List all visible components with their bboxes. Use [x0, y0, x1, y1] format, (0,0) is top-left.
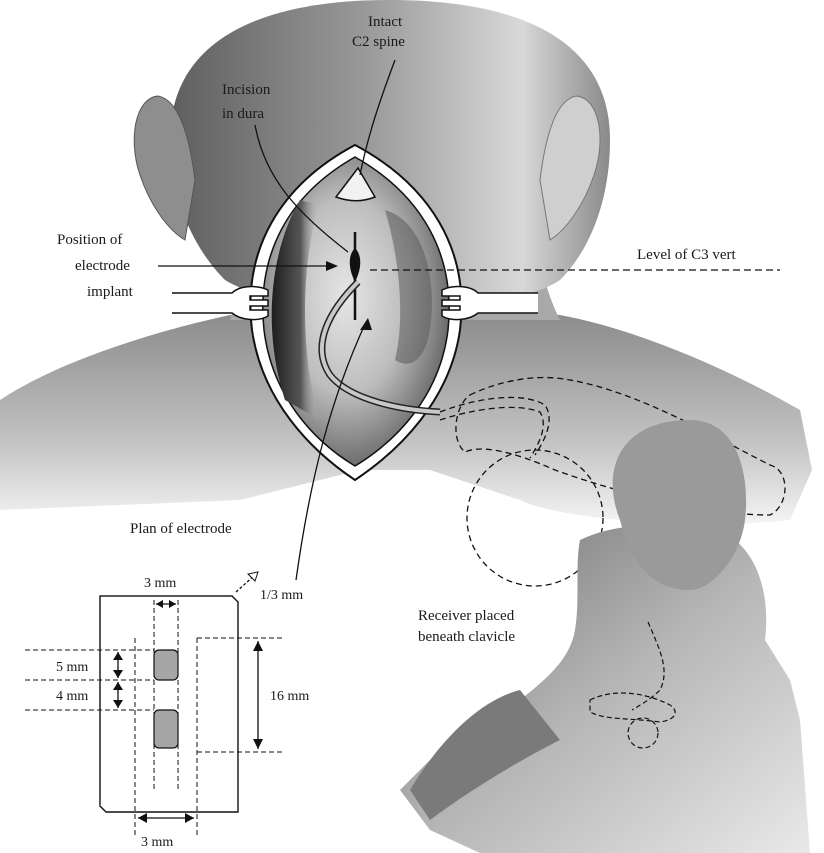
electrode-plan: [25, 572, 283, 838]
intact-label-1: Intact: [368, 14, 403, 30]
position-label-1: Position of: [57, 232, 122, 248]
contact-upper: [154, 650, 178, 680]
thickness-arrowhead: [248, 572, 258, 581]
position-label-2: electrode: [75, 258, 130, 274]
dim-5mm: 5 mm: [56, 660, 88, 675]
receiver-label-2: beneath clavicle: [418, 629, 515, 645]
level-label: Level of C3 vert: [637, 247, 737, 263]
dim-3mm-bottom: 3 mm: [141, 835, 173, 850]
plan-label: Plan of electrode: [130, 521, 232, 537]
incision-label-2: in dura: [222, 106, 264, 122]
incision-label-1: Incision: [222, 82, 271, 98]
dim-thickness: 1/3 mm: [260, 588, 303, 603]
contact-lower: [154, 710, 178, 748]
dim-4mm: 4 mm: [56, 689, 88, 704]
torso: [400, 525, 810, 853]
position-label-3: implant: [87, 284, 134, 300]
left-retractor: [172, 287, 268, 320]
dim-3mm-top: 3 mm: [144, 576, 176, 591]
receiver-label-1: Receiver placed: [418, 608, 515, 624]
dim-16mm: 16 mm: [270, 689, 309, 704]
intact-label-2: C2 spine: [352, 34, 405, 50]
